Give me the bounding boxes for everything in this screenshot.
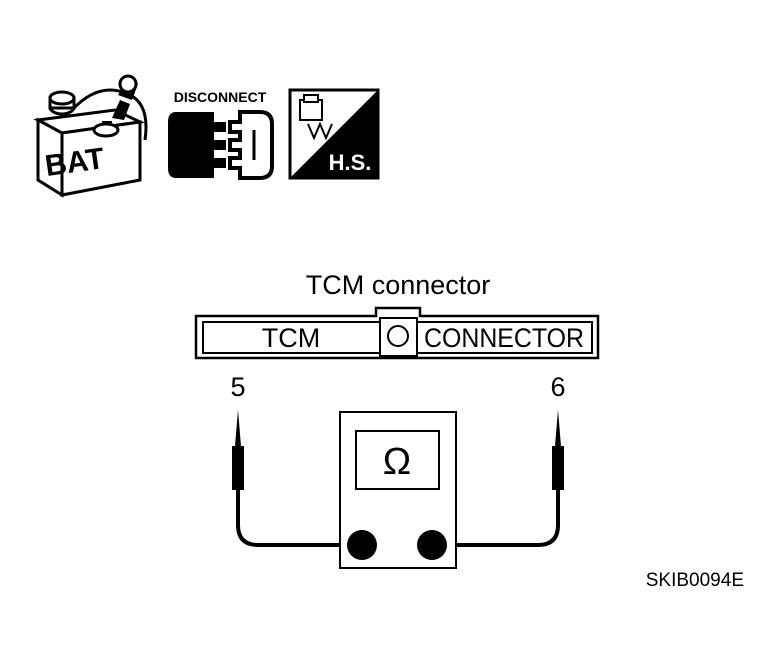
ohm-symbol: Ω <box>383 441 411 483</box>
meter-display <box>355 430 440 490</box>
meter-jack-right <box>417 530 447 560</box>
battery-label: BAT <box>43 142 106 183</box>
figure-id: SKIB0094E <box>646 570 744 591</box>
connector-left-text: TCM <box>262 323 320 353</box>
right-probe <box>432 410 564 547</box>
terminal-right-label: 6 <box>550 372 565 402</box>
harness-label: H.S. <box>329 150 372 175</box>
connector-lock <box>387 325 409 347</box>
ohmmeter: Ω <box>339 411 457 569</box>
terminal-left-label: 5 <box>230 372 245 402</box>
connector-right-text: CONNECTOR <box>424 323 584 353</box>
harness-connector-icon: H.S. <box>288 88 380 180</box>
disconnect-label: DISCONNECT <box>174 89 267 105</box>
meter-jack-left <box>347 530 377 560</box>
left-probe <box>232 410 362 547</box>
battery-icon: BAT <box>33 74 148 198</box>
tcm-connector: TCM CONNECTOR <box>194 306 600 360</box>
disconnect-icon: DISCONNECT <box>168 89 274 180</box>
connector-title: TCM connector <box>306 270 491 300</box>
left-probe-lead <box>236 490 362 547</box>
right-probe-lead <box>432 490 560 547</box>
